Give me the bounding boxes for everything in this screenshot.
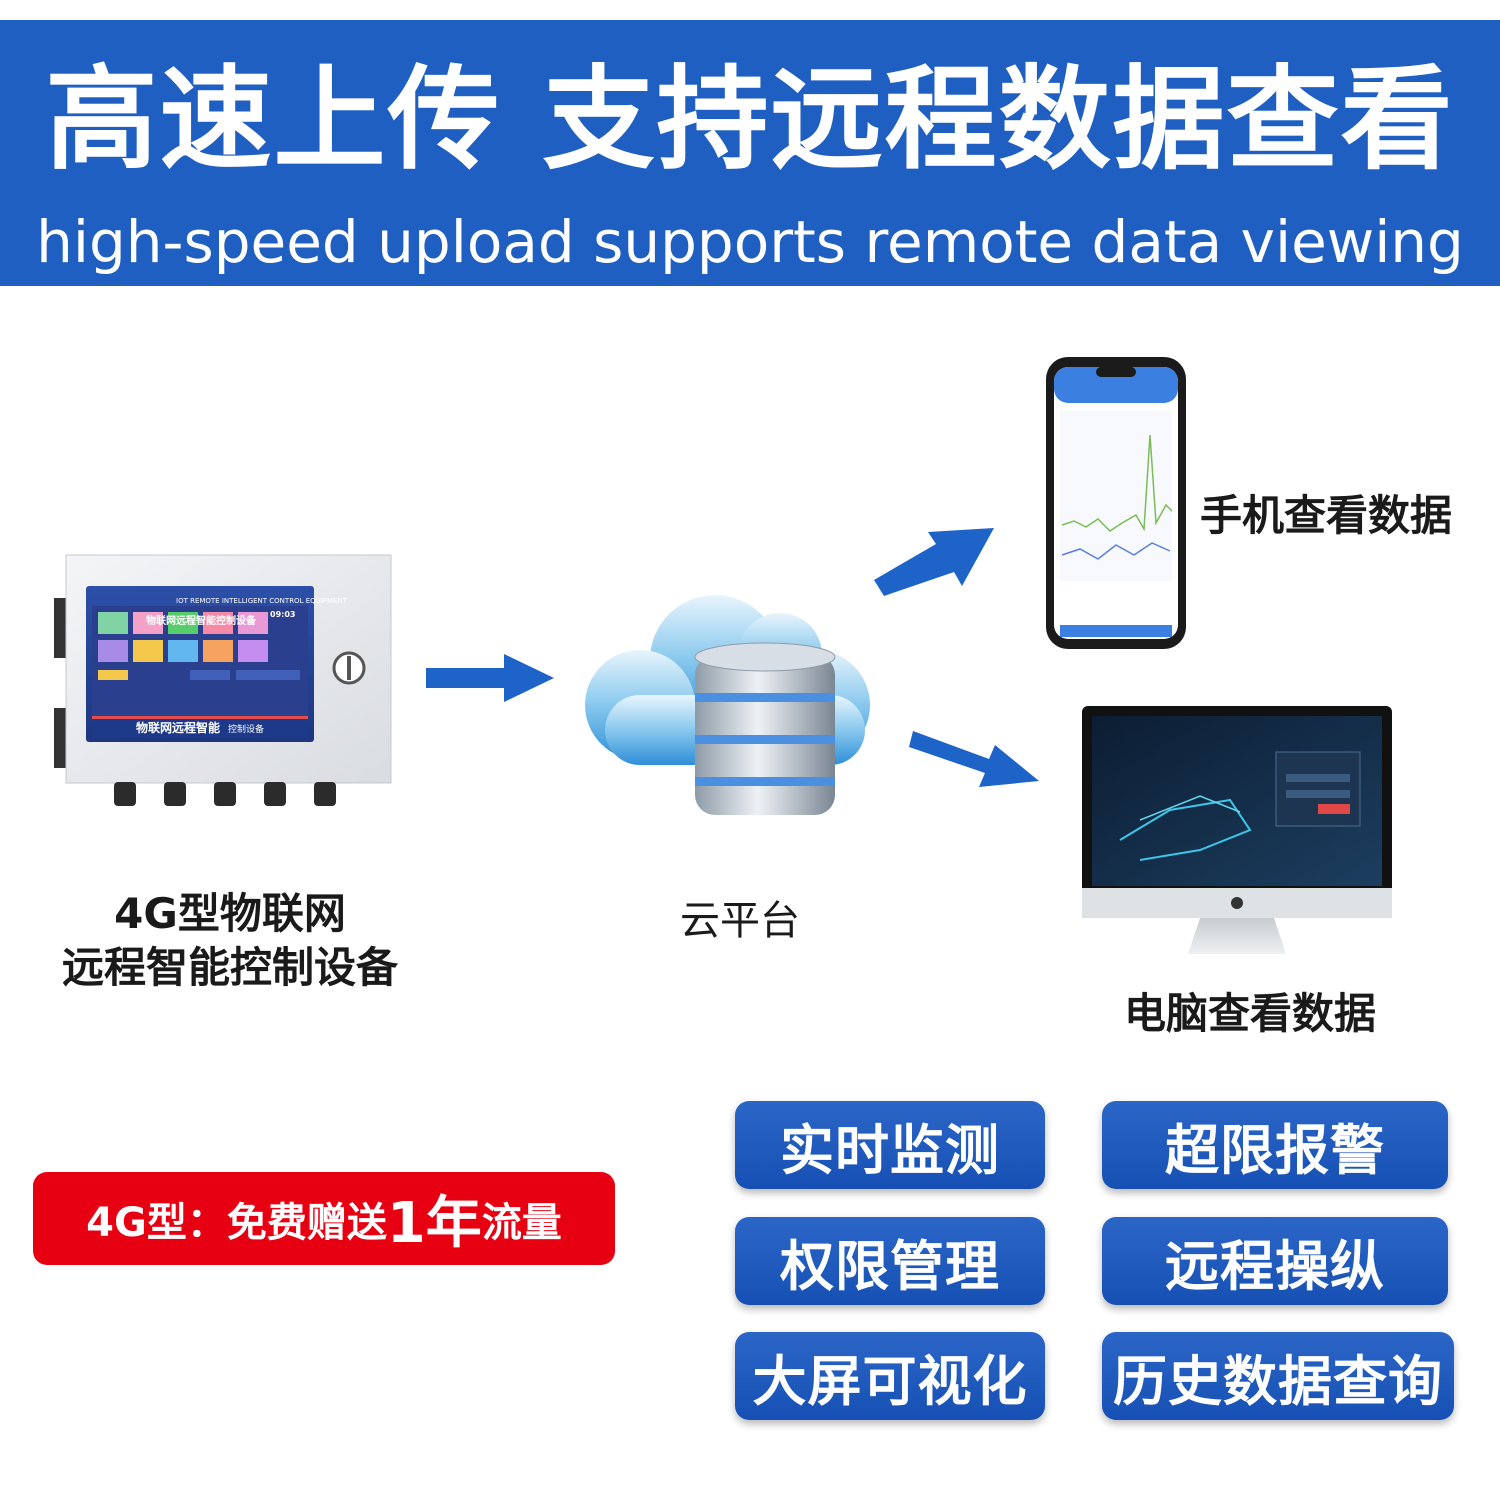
feature-permission-management: 权限管理	[735, 1217, 1045, 1305]
device-screen-footer: 物联网远程智能	[136, 721, 221, 735]
device-screen-header: IOT REMOTE INTELLIGENT CONTROL EQUIPMENT	[176, 597, 348, 605]
smartphone-icon	[1046, 357, 1186, 649]
phone-caption: 手机查看数据	[1200, 491, 1453, 540]
feature-limit-alarm: 超限报警	[1102, 1101, 1448, 1189]
plan-highlight: 1年	[386, 1191, 482, 1256]
desktop-computer-icon	[1082, 706, 1392, 954]
feature-remote-control: 远程操纵	[1102, 1217, 1448, 1305]
arrow-up-right-icon	[874, 528, 994, 596]
arrow-right-icon	[426, 654, 554, 702]
free-data-plan-badge: 4G型：免费赠送 1年 流量	[33, 1172, 615, 1265]
device-caption-line2: 远程智能控制设备	[61, 943, 398, 992]
device-caption-line1: 4G型物联网	[114, 889, 346, 938]
feature-realtime-monitoring: 实时监测	[735, 1101, 1045, 1189]
device-screen-time: 09:03	[270, 610, 296, 619]
arrow-down-right-icon	[909, 731, 1039, 787]
header-banner: 高速上传 支持远程数据查看 high-speed upload supports…	[0, 20, 1500, 286]
cloud-server-icon	[585, 595, 870, 815]
device-screen-title: 物联网远程智能控制设备	[146, 616, 256, 627]
banner-subtitle: high-speed upload supports remote data v…	[36, 208, 1464, 276]
plan-prefix: 4G型：免费赠送	[86, 1199, 387, 1246]
computer-caption: 电脑查看数据	[1123, 989, 1376, 1038]
iot-control-device	[54, 554, 392, 806]
device-screen-footer-small: 控制设备	[228, 725, 265, 735]
banner-title: 高速上传 支持远程数据查看	[45, 55, 1455, 185]
feature-big-screen-visualization: 大屏可视化	[735, 1332, 1045, 1420]
plan-suffix: 流量	[481, 1199, 562, 1246]
feature-history-query: 历史数据查询	[1102, 1332, 1454, 1420]
cloud-caption: 云平台	[680, 898, 800, 944]
